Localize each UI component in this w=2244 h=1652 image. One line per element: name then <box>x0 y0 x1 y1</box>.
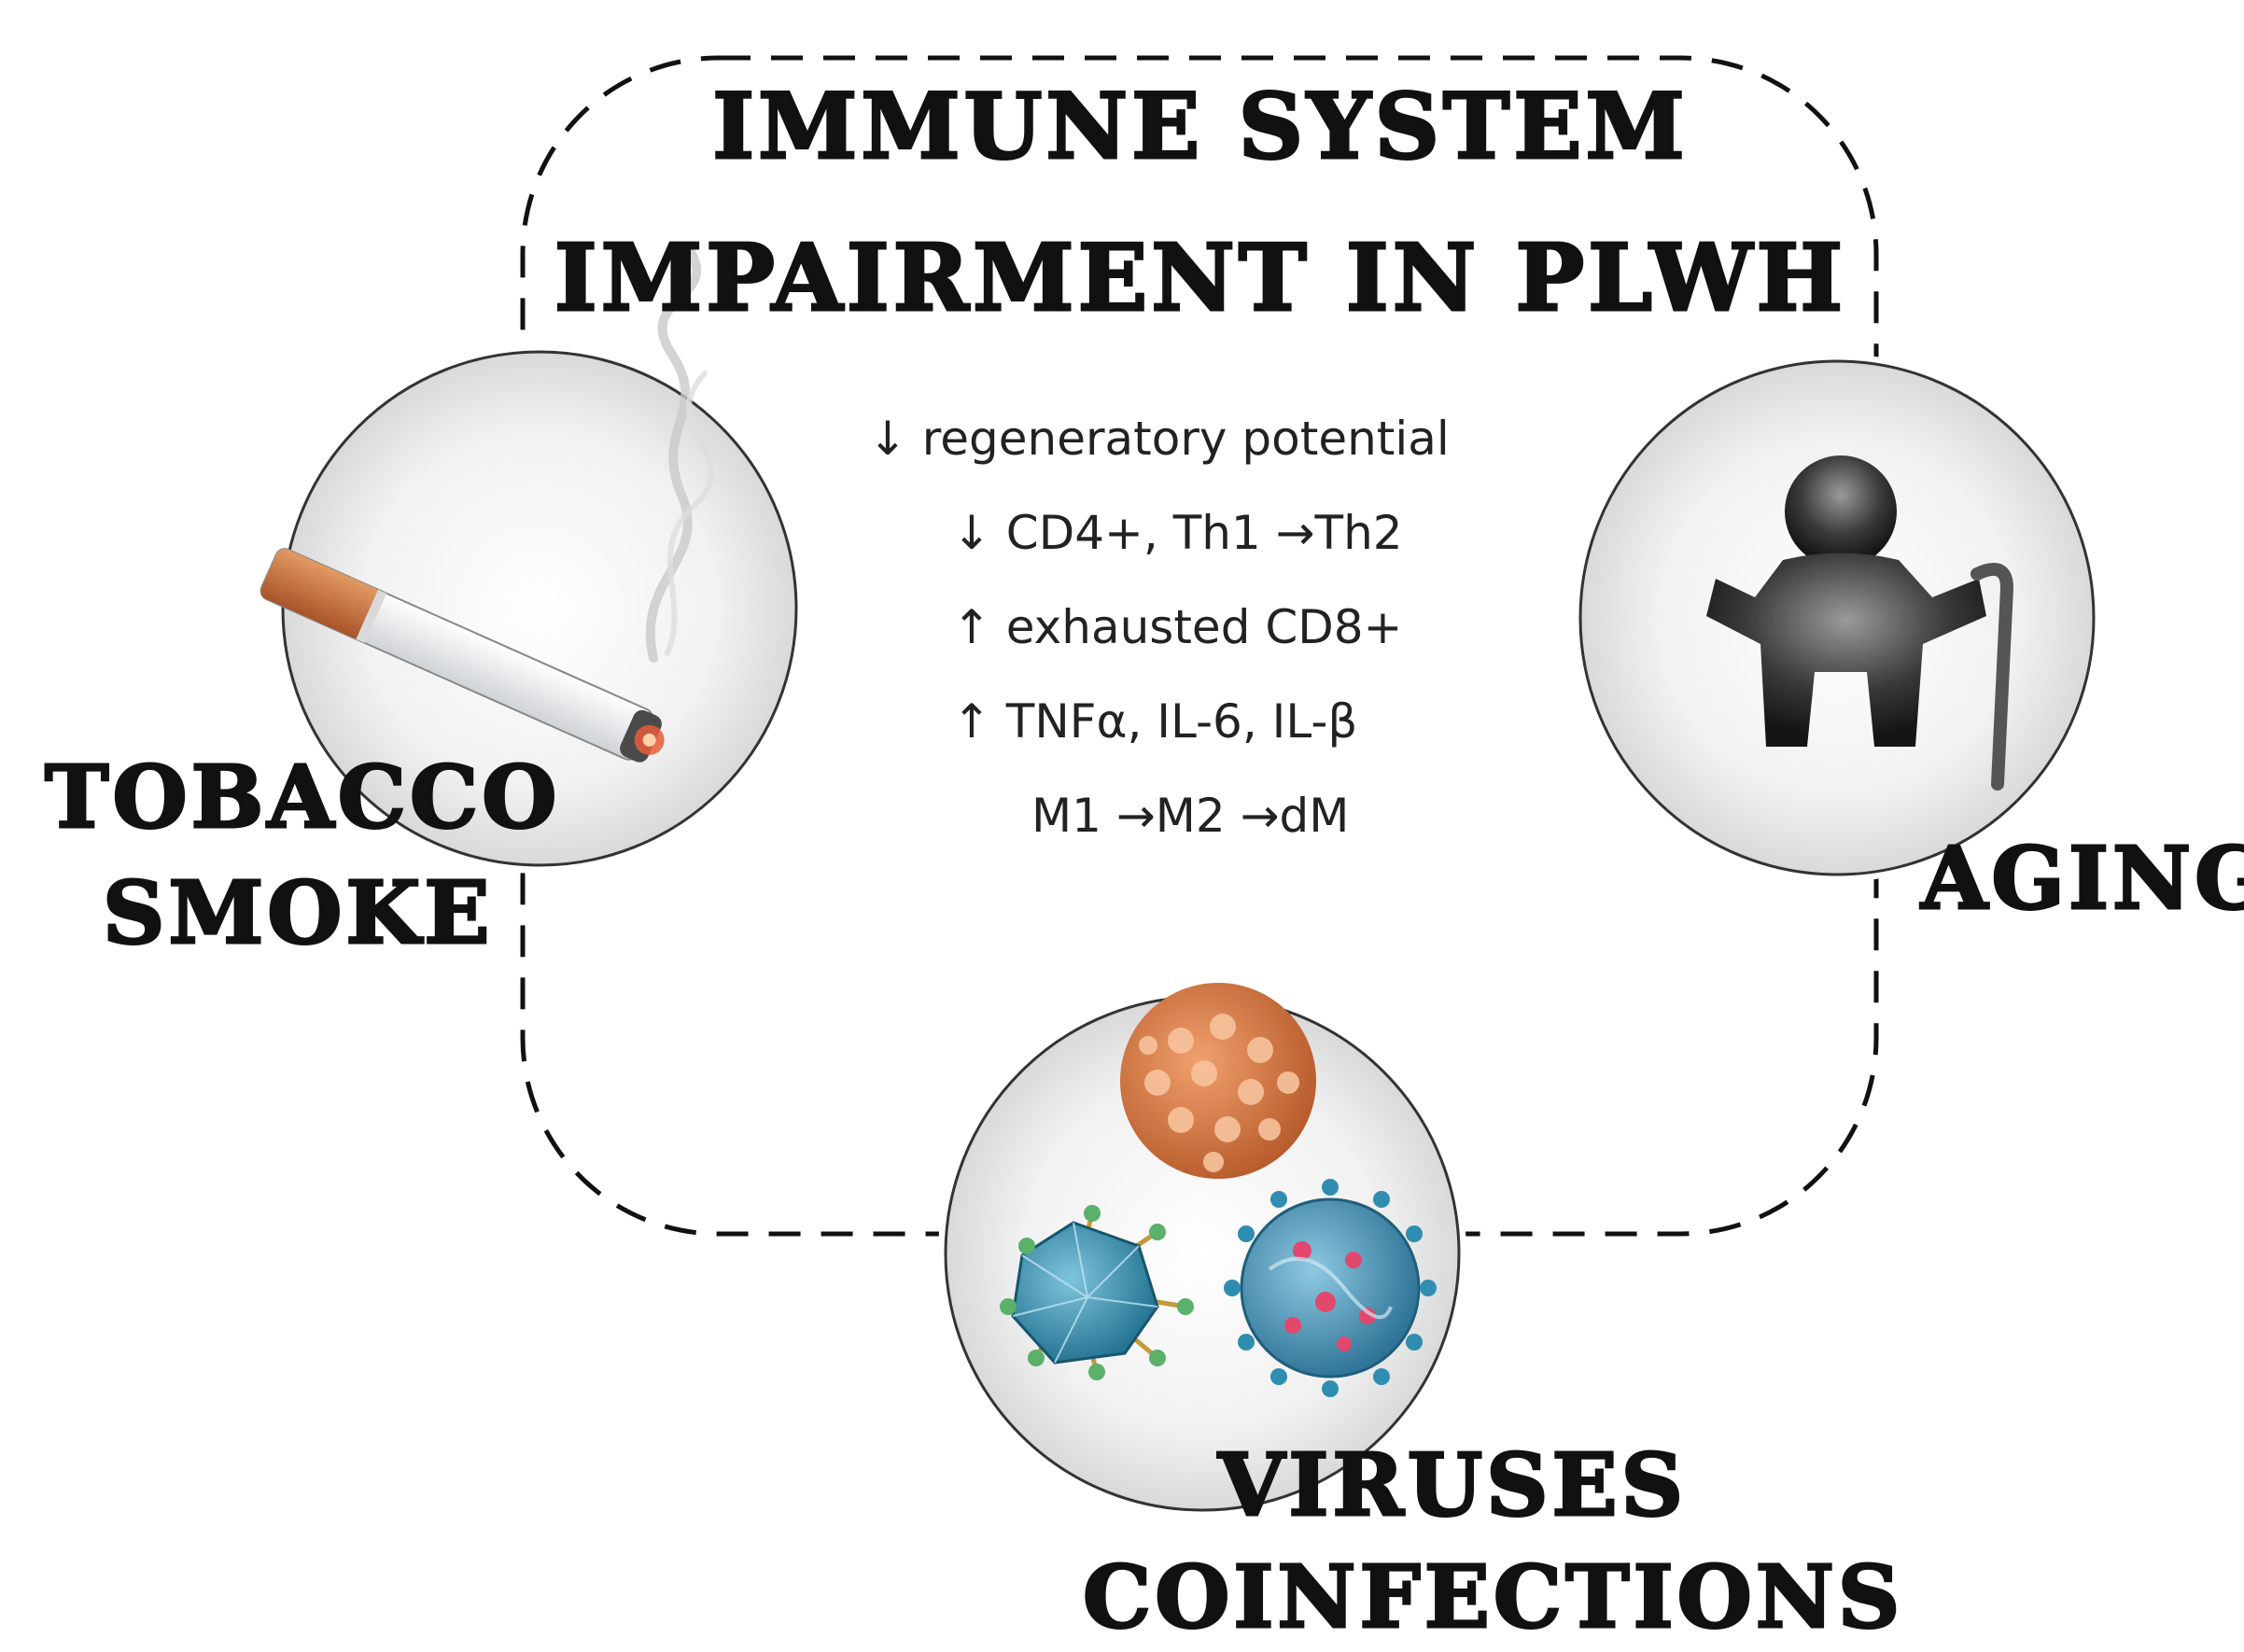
effect-cd4: ↓ CD4+, Th1 →Th2 <box>952 506 1403 560</box>
viruses-label-line-2: COINFECTIONS <box>1081 1547 1904 1647</box>
tobacco-label-line-1: TOBACCO <box>43 747 561 847</box>
effect-regeneratory: ↓ regeneratory potential <box>868 412 1450 466</box>
aging-label: AGING <box>1920 828 2244 929</box>
aging-circle <box>1578 359 2096 876</box>
diagram-title-line-1: IMMUNE SYSTEM <box>711 74 1689 179</box>
tobacco-label-line-2: SMOKE <box>102 862 494 963</box>
viruses-circle <box>944 983 1461 1512</box>
cigarette-icon <box>259 247 715 763</box>
effect-cytokines: ↑ TNFα, IL-6, IL-β <box>952 694 1358 749</box>
viruses-label-line-1: VIRUSES <box>1216 1435 1688 1535</box>
elderly-person-icon <box>1706 455 2014 791</box>
virus-icon <box>1000 983 1437 1397</box>
effect-macrophages: M1 →M2 →dM <box>1031 789 1350 843</box>
tobacco-circle <box>259 247 798 867</box>
effect-cd8: ↑ exhausted CD8+ <box>952 600 1403 654</box>
diagram-title-line-2: IMPAIRMENT IN PLWH <box>553 225 1847 332</box>
